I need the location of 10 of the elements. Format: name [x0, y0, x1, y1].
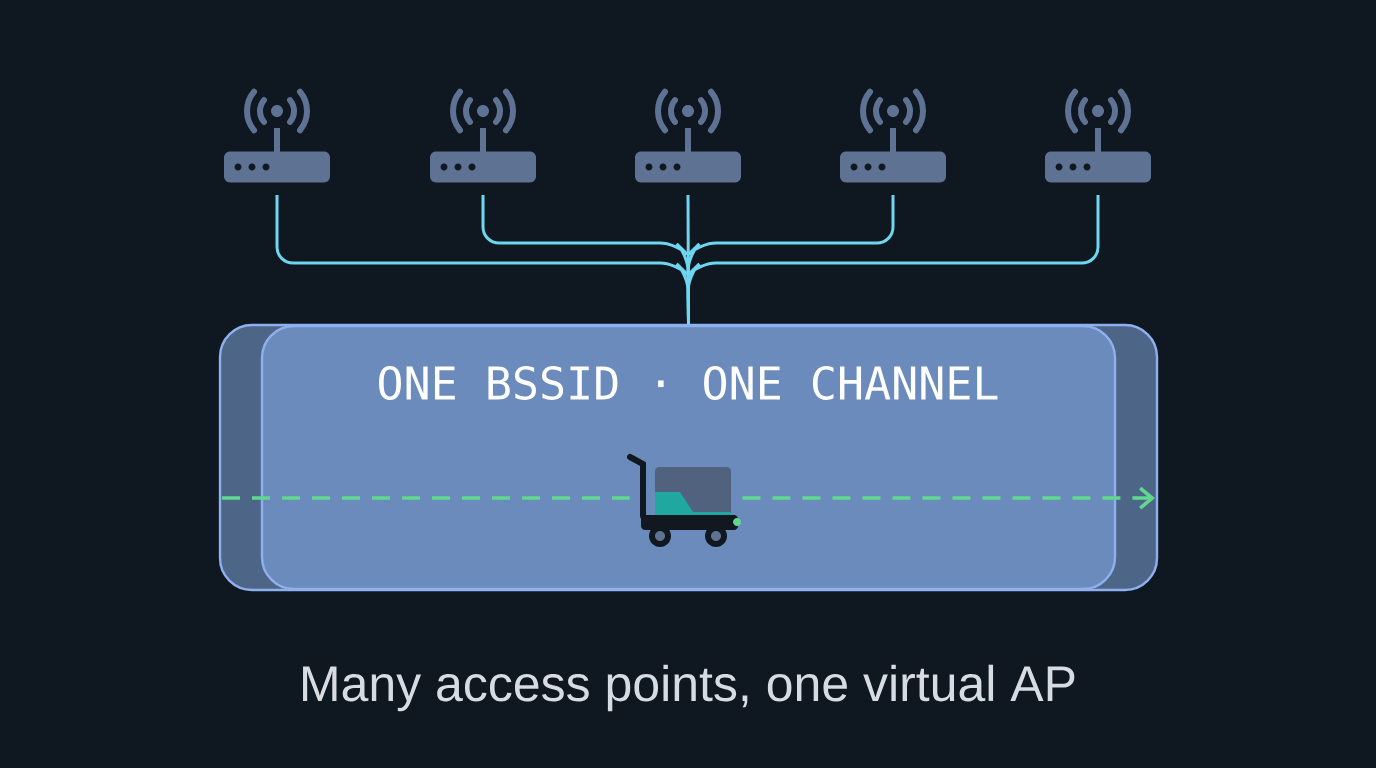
- connector-line: [686, 194, 1100, 324]
- caption: Many access points, one virtual AP: [303, 664, 1075, 712]
- router-icon: [224, 88, 330, 183]
- router-icon: [635, 88, 741, 183]
- router-icon: [840, 88, 946, 183]
- cart-icon: [627, 454, 741, 547]
- band-box: ONE BSSID · ONE CHANNEL: [218, 323, 1159, 592]
- dashed-arrow: [742, 486, 1155, 510]
- router-icon: [1045, 88, 1151, 183]
- router-icon: [430, 88, 536, 183]
